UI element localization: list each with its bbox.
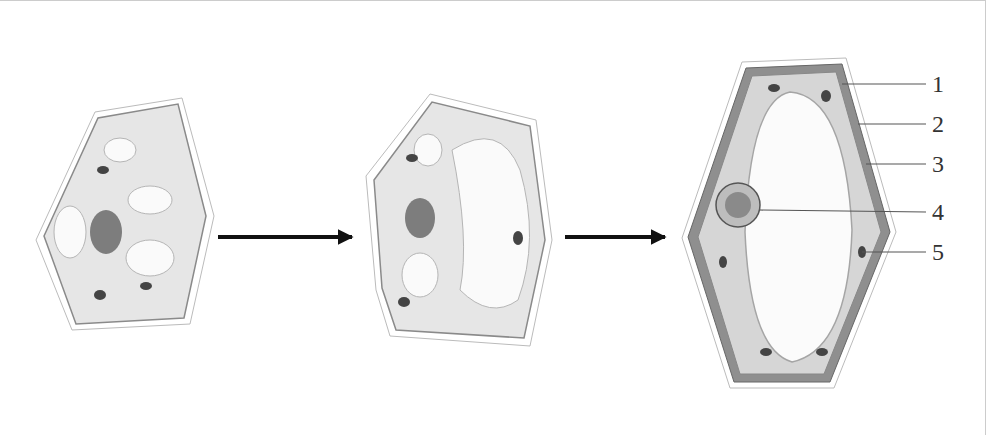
mature-cell bbox=[682, 58, 896, 388]
small-vacuole bbox=[414, 134, 442, 166]
chloroplast bbox=[816, 348, 828, 356]
nucleus bbox=[405, 198, 435, 238]
chloroplast bbox=[398, 297, 410, 307]
growth-arrow bbox=[218, 235, 352, 239]
chloroplast bbox=[768, 84, 780, 92]
cytoplasm bbox=[44, 104, 206, 324]
cell-wall bbox=[688, 64, 890, 382]
leader-line bbox=[866, 163, 926, 164]
leader-lines bbox=[760, 84, 926, 252]
cytoplasm bbox=[374, 102, 545, 338]
young-cell bbox=[36, 98, 214, 330]
small-vacuole bbox=[104, 138, 136, 162]
leader-line bbox=[862, 251, 926, 252]
vacuole bbox=[452, 139, 530, 308]
callout-number: 5 bbox=[932, 240, 944, 264]
chloroplast bbox=[140, 282, 152, 290]
cytoplasm bbox=[698, 72, 881, 374]
chloroplast bbox=[97, 166, 109, 174]
chloroplast bbox=[760, 348, 772, 356]
cell-wall-outline bbox=[682, 58, 896, 388]
chloroplast bbox=[719, 256, 727, 268]
chloroplast bbox=[821, 90, 831, 102]
central-vacuole bbox=[745, 92, 852, 362]
small-vacuole bbox=[54, 206, 86, 258]
nucleus bbox=[90, 210, 122, 254]
leader-line bbox=[842, 83, 926, 84]
small-vacuole bbox=[128, 186, 172, 214]
callout-number: 1 bbox=[932, 72, 944, 96]
chloroplast bbox=[513, 231, 523, 245]
chloroplast bbox=[94, 290, 106, 300]
growing-cell bbox=[366, 94, 552, 346]
cell-wall bbox=[36, 98, 214, 330]
chloroplast bbox=[406, 154, 418, 162]
callout-number: 4 bbox=[932, 200, 944, 224]
nucleus bbox=[716, 183, 760, 227]
nucleolus bbox=[725, 192, 751, 218]
small-vacuole bbox=[126, 240, 174, 276]
cell-wall bbox=[366, 94, 552, 346]
callout-number: 3 bbox=[932, 152, 944, 176]
small-vacuole bbox=[402, 253, 438, 297]
growth-arrow bbox=[565, 235, 665, 239]
leader-line bbox=[858, 123, 926, 124]
callout-number: 2 bbox=[932, 112, 944, 136]
leader-line bbox=[760, 210, 926, 212]
